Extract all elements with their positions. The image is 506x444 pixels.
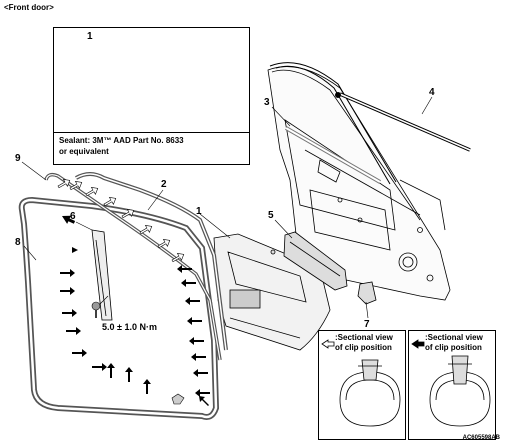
clip-part (357, 281, 377, 305)
legend-open-line-2: of clip position (335, 343, 392, 352)
sealant-line-1: Sealant: 3M™ AAD Part No. 8633 (59, 136, 184, 145)
legend-filled-arrow: :Sectional view of clip position (408, 330, 496, 440)
legend-filled-line-1: :Sectional view (425, 333, 483, 342)
callout-6: 6 (70, 211, 76, 222)
callout-9: 9 (15, 153, 21, 164)
torque-spec: 5.0 ± 1.0 N·m (102, 322, 157, 332)
door-weatherstrip-outer (18, 196, 220, 420)
body-side-weatherstrip (44, 172, 222, 361)
callout-3: 3 (264, 97, 270, 108)
glass-run-channel (269, 62, 397, 185)
inset-callout-1: 1 (87, 31, 93, 42)
handle-bracket (270, 231, 348, 291)
legend-filled-text: :Sectional view of clip position (425, 333, 483, 353)
callout-8: 8 (15, 237, 21, 248)
legend-clip-filled (411, 339, 491, 427)
legend-open-text: :Sectional view of clip position (335, 333, 393, 353)
filled-clip-arrows (60, 215, 210, 406)
sash-weatherstrip (91, 229, 113, 321)
diagram-heading: <Front door> (4, 3, 54, 12)
legend-open-arrow: :Sectional view of clip position (318, 330, 406, 440)
legend-open-line-1: :Sectional view (335, 333, 393, 342)
note-divider (54, 132, 249, 133)
legend-filled-line-2: of clip position (425, 343, 482, 352)
door-opening-trim (75, 172, 228, 351)
callout-4: 4 (429, 87, 435, 98)
mounting-bolt (91, 301, 101, 318)
open-clip-arrows (57, 179, 185, 263)
sealant-line-2: or equivalent (59, 147, 109, 156)
lower-clip (171, 393, 185, 405)
callout-2: 2 (161, 179, 167, 190)
callout-7: 7 (364, 319, 370, 330)
callout-1: 1 (196, 206, 202, 217)
callout-5: 5 (268, 210, 274, 221)
sealant-note: Sealant: 3M™ AAD Part No. 8633 or equiva… (54, 132, 249, 157)
legend-clip-open (321, 339, 401, 427)
sealant-inset-box: 1 Sealant: 3M™ AAD Part No. 8633 or equi… (53, 27, 250, 165)
belt-line-molding (335, 92, 471, 152)
figure-code: AC605598AB (462, 435, 500, 441)
